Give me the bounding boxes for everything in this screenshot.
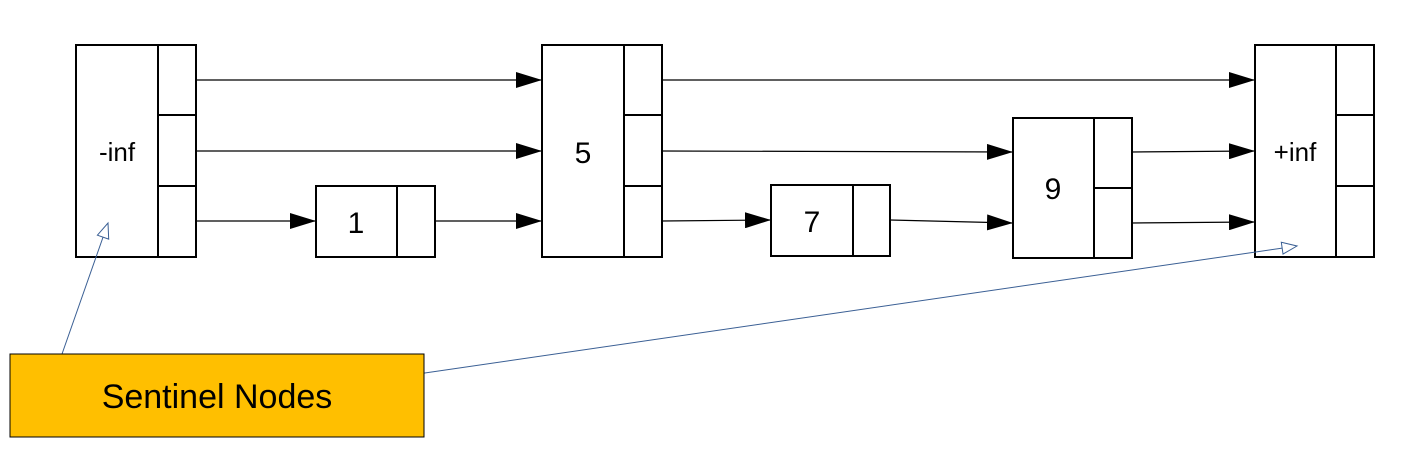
node-1: 1: [315, 185, 436, 258]
node-pos-inf-pointer-level-2: [1335, 114, 1375, 187]
node-9: 9: [1012, 117, 1133, 259]
node-7-pointer-level-1: [852, 184, 891, 257]
edge-5-to-9-level-2: [661, 143, 1013, 160]
node-7: 7: [770, 184, 891, 257]
node-5-pointer-level-1: [623, 185, 663, 258]
callout-leader-to-neg-inf: [61, 221, 110, 355]
callout-label: Sentinel Nodes: [102, 378, 333, 416]
node-9-pointer-level-2: [1093, 117, 1133, 189]
edge-9-to-pos-inf-level-2: [1131, 143, 1255, 160]
node-5-label: 5: [575, 137, 592, 170]
node-9-label: 9: [1045, 173, 1062, 206]
node-neg-inf-pointer-level-1: [157, 185, 197, 258]
node-9-body: [1012, 117, 1095, 259]
node-1-label: 1: [348, 207, 365, 240]
node-5-pointer-level-3: [623, 44, 663, 116]
node-pos-inf-pointer-level-1: [1335, 185, 1375, 258]
callout-box: [9, 353, 425, 438]
node-pos-inf-body: [1254, 44, 1337, 258]
node-5-body: [541, 44, 625, 258]
node-neg-inf-pointer-level-3: [157, 44, 197, 116]
node-1-body: [315, 185, 398, 258]
node-7-label: 7: [804, 206, 821, 239]
node-9-pointer-level-1: [1093, 187, 1133, 259]
callout-leader-to-pos-inf: [410, 241, 1299, 376]
node-neg-inf: -inf: [75, 44, 197, 258]
edge-7-to-9-level-1: [889, 214, 1013, 231]
node-1-pointer-level-1: [396, 185, 436, 258]
sentinel-nodes-callout: Sentinel Nodes: [9, 353, 425, 438]
node-pos-inf-pointer-level-3: [1335, 44, 1375, 116]
node-neg-inf-body: [75, 44, 159, 258]
node-neg-inf-pointer-level-2: [157, 114, 197, 187]
node-pos-inf-label: +inf: [1274, 137, 1317, 167]
node-5-pointer-level-2: [623, 114, 663, 187]
node-pos-inf: +inf: [1254, 44, 1375, 258]
node-5: 5: [541, 44, 663, 258]
node-neg-inf-label: -inf: [99, 137, 136, 167]
edge-5-to-7-level-1: [661, 212, 771, 229]
edge-9-to-pos-inf-level-1: [1131, 214, 1255, 231]
